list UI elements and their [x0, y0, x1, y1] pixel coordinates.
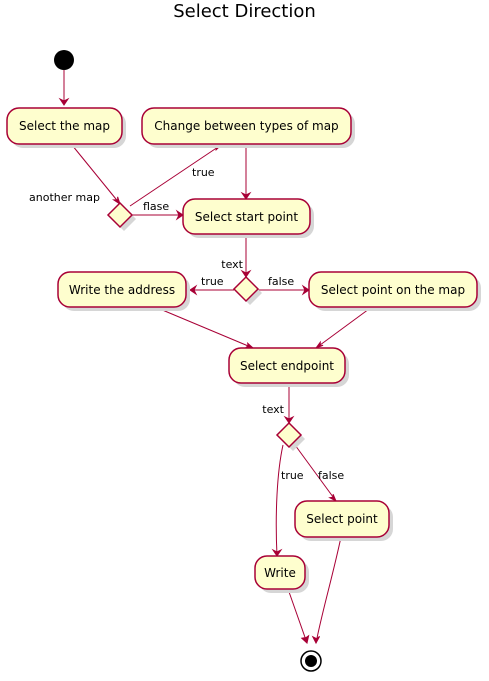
edge-decision-map-true [129, 144, 222, 207]
edge-write-address-to-endpoint [159, 308, 254, 349]
activity-write-label: Write [264, 566, 296, 580]
decision-end-input [275, 421, 305, 451]
activity-select-start-point: Select start point [182, 198, 314, 238]
edge-write-to-end [287, 588, 308, 644]
start-node [54, 50, 74, 70]
edge-select-point-map-to-endpoint [315, 308, 370, 349]
activity-write-address: Write the address [57, 271, 190, 311]
activity-write-address-label: Write the address [69, 283, 175, 297]
activity-select-point-on-map: Select point on the map [308, 271, 481, 311]
activity-select-endpoint-label: Select endpoint [240, 359, 334, 373]
activity-change-map-type: Change between types of map [141, 107, 355, 148]
activity-write: Write [254, 555, 309, 593]
arrowhead-select-map-to-decision-map [111, 196, 121, 206]
edge-label-map-false: flase [143, 200, 169, 213]
edge-decision-end-false [294, 444, 337, 502]
arrowhead-write-to-end [300, 634, 310, 644]
activity-select-the-map: Select the map [6, 107, 126, 148]
edge-label-map-true: true [192, 166, 215, 179]
activity-change-map-type-label: Change between types of map [154, 119, 338, 133]
arrowhead-select-start-to-decision-start [240, 269, 252, 278]
decision-map-choice-label: another map [29, 191, 100, 204]
activity-select-start-point-label: Select start point [195, 210, 298, 224]
diagram-title: Select Direction [173, 1, 316, 22]
edge-select-map-to-decision-map [71, 144, 121, 205]
activity-select-the-map-label: Select the map [19, 119, 110, 133]
decision-end-input-label: text [262, 403, 284, 416]
end-node [300, 650, 322, 672]
activity-select-endpoint: Select endpoint [228, 347, 349, 387]
arrowhead-decision-start-true [189, 284, 198, 296]
edge-label-start-true: true [201, 275, 224, 288]
arrowhead-decision-end-true [271, 548, 283, 557]
arrowhead-start-to-select-map [58, 97, 70, 106]
arrowhead-decision-start-false [301, 284, 310, 296]
activity-select-point: Select point [294, 500, 393, 541]
arrowhead-select-point-to-end [311, 635, 321, 645]
edge-label-end-false: false [318, 469, 344, 482]
edge-select-point-to-end [315, 536, 342, 644]
decision-start-input [232, 275, 262, 305]
activity-select-point-label: Select point [306, 512, 378, 526]
arrowhead-endpoint-to-decision-end [283, 415, 295, 424]
arrowhead-decision-map-false [175, 209, 184, 221]
decision-start-input-label: text [221, 258, 243, 271]
edge-decision-end-true [275, 444, 284, 557]
activity-select-point-on-map-label: Select point on the map [321, 283, 465, 297]
arrowhead-change-map-to-select-start [240, 191, 252, 200]
edge-label-start-false: false [268, 275, 294, 288]
decision-map-choice [106, 201, 136, 231]
edge-label-end-true: true [281, 469, 304, 482]
arrowhead-select-point-map-to-endpoint [314, 340, 324, 350]
arrowhead-decision-end-false [328, 494, 338, 503]
